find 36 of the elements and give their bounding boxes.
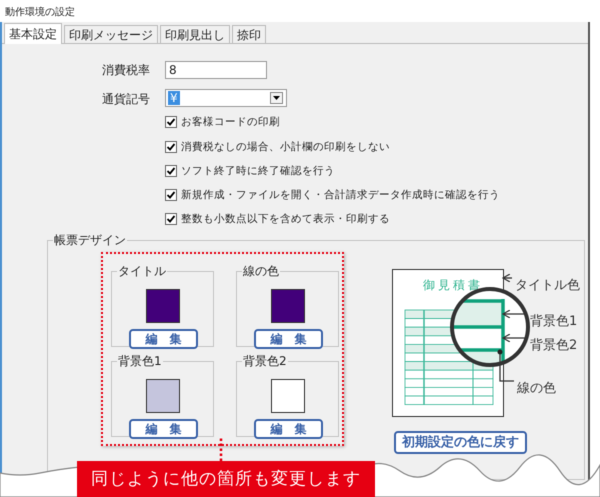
color-group-frame <box>236 263 339 347</box>
tab: 印刷見出し <box>160 25 230 43</box>
checkbox-label: ソフト終了時に終了確認を行う <box>181 164 335 178</box>
field-label: 通貨記号 <box>101 91 150 108</box>
tab: 印刷メッセージ <box>64 25 158 43</box>
checkbox-label: 整数も小数点以下を含めて表示・印刷する <box>181 212 390 226</box>
dropdown-field: ¥ <box>165 89 287 107</box>
tab: 基本設定 <box>4 23 62 44</box>
edit-button: 編 集 <box>254 329 323 349</box>
field-label: 消費税率 <box>101 62 150 79</box>
edit-button: 編 集 <box>129 419 198 439</box>
color-group-frame <box>111 353 214 437</box>
group-title: 背景色2 <box>242 353 288 369</box>
color-group-frame <box>111 263 214 347</box>
color-group-frame <box>236 353 339 437</box>
arrow <box>502 333 527 343</box>
reset-colors-button: 初期設定の色に戻す <box>394 431 527 454</box>
checkbox-label: 消費税なしの場合、小計欄の印刷をしない <box>181 140 390 154</box>
document-heading: 御見積書 <box>423 277 483 294</box>
checkbox-label: 新規作成・ファイルを開く・合計請求データ作成時に確認を行う <box>181 188 500 202</box>
input-field: 8 <box>165 61 267 79</box>
group-title: タイトル <box>117 263 167 279</box>
dotted-highlight-frame <box>101 252 344 446</box>
arrow <box>502 309 527 319</box>
tab: 捺印 <box>232 25 266 43</box>
leader-line <box>498 350 514 382</box>
dotted-connector <box>220 438 222 461</box>
group-title: 線の色 <box>242 263 280 279</box>
edit-button: 編 集 <box>129 329 198 349</box>
arrow <box>502 273 512 283</box>
edit-button: 編 集 <box>254 419 323 439</box>
group-title: 背景色1 <box>117 353 163 369</box>
callout-banner: 同じように他の箇所も変更します <box>77 461 375 497</box>
checkbox-label: お客様コードの印刷 <box>181 115 280 129</box>
window-title: 動作環境の設定 <box>5 6 75 19</box>
group-title: 帳票デザイン <box>53 232 127 248</box>
